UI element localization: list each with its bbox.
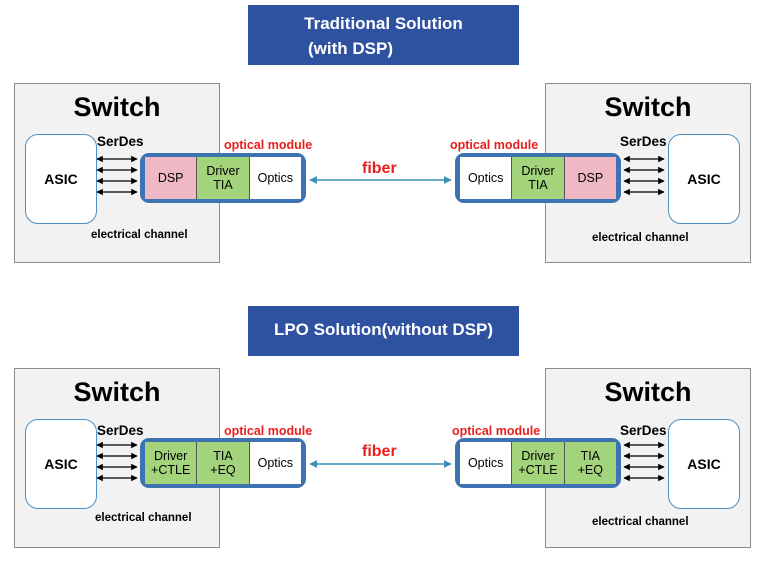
fiber-label: fiber (362, 160, 397, 177)
electrical-channel-label: electrical channel (592, 516, 689, 528)
optical-module-label: optical module (224, 424, 313, 438)
module-cell-label: TIA +EQ (577, 449, 603, 477)
switch-title: Switch (604, 92, 692, 122)
switch-title: Switch (73, 377, 161, 407)
optical-module-top-right: Optics Driver TIA DSP (455, 153, 621, 203)
switch-title: Switch (604, 377, 692, 407)
serdes-arrows-bottom-left (96, 441, 138, 482)
asic-box: ASIC (25, 419, 97, 509)
traditional-solution-title: Traditional Solution (304, 14, 463, 33)
tia-eq-block: TIA +EQ (197, 442, 250, 484)
module-cell-label: Optics (257, 456, 294, 470)
optics-block: Optics (460, 442, 513, 484)
asic-label: ASIC (687, 171, 721, 187)
electrical-channel-label: electrical channel (91, 229, 188, 241)
asic-label: ASIC (687, 456, 721, 472)
lpo-solution-title: LPO Solution(without DSP) (273, 320, 494, 339)
serdes-label: SerDes (620, 423, 667, 438)
module-cell-label: TIA +EQ (210, 449, 236, 477)
asic-box: ASIC (25, 134, 97, 224)
module-cell-label: DSP (157, 171, 184, 185)
serdes-arrows-bottom-right (623, 441, 665, 482)
optical-module-top-left: DSP Driver TIA Optics (140, 153, 306, 203)
traditional-solution-title-bar: Traditional Solution (with DSP) (248, 5, 519, 65)
module-cell-label: Optics (257, 171, 294, 185)
optics-block: Optics (249, 442, 301, 484)
traditional-solution-subtitle: (with DSP) (308, 39, 393, 58)
optical-module-bottom-left: Driver +CTLE TIA +EQ Optics (140, 438, 306, 488)
asic-label: ASIC (44, 171, 78, 187)
module-cell-label: Driver TIA (206, 164, 240, 192)
electrical-channel-label: electrical channel (95, 512, 192, 524)
tia-eq-block: TIA +EQ (564, 442, 616, 484)
module-cell-label: DSP (577, 171, 604, 185)
driver-ctle-block: Driver +CTLE (145, 442, 198, 484)
optical-module-bottom-right: Optics Driver +CTLE TIA +EQ (455, 438, 621, 488)
serdes-arrows-top-left (96, 155, 138, 196)
asic-label: ASIC (44, 456, 78, 472)
module-cell-label: Driver +CTLE (518, 449, 558, 477)
serdes-label: SerDes (97, 423, 144, 438)
serdes-arrows-top-right (623, 155, 665, 196)
serdes-label: SerDes (620, 134, 667, 149)
module-cell-label: Driver TIA (521, 164, 555, 192)
electrical-channel-label: electrical channel (592, 232, 689, 244)
optics-block: Optics (460, 157, 513, 199)
serdes-label: SerDes (97, 134, 144, 149)
module-cell-label: Optics (467, 171, 504, 185)
optics-block: Optics (249, 157, 301, 199)
dsp-block: DSP (145, 157, 198, 199)
fiber-label: fiber (362, 443, 397, 460)
optical-module-label: optical module (224, 138, 313, 152)
module-cell-label: Optics (467, 456, 504, 470)
asic-box: ASIC (668, 134, 740, 224)
dsp-block: DSP (564, 157, 616, 199)
lpo-solution-title-bar: LPO Solution(without DSP) (248, 306, 519, 356)
optical-module-label: optical module (452, 424, 541, 438)
driver-tia-block: Driver TIA (512, 157, 565, 199)
driver-tia-block: Driver TIA (197, 157, 250, 199)
driver-ctle-block: Driver +CTLE (512, 442, 565, 484)
module-cell-label: Driver +CTLE (151, 449, 191, 477)
switch-title: Switch (73, 92, 161, 122)
optical-module-label: optical module (450, 138, 539, 152)
asic-box: ASIC (668, 419, 740, 509)
